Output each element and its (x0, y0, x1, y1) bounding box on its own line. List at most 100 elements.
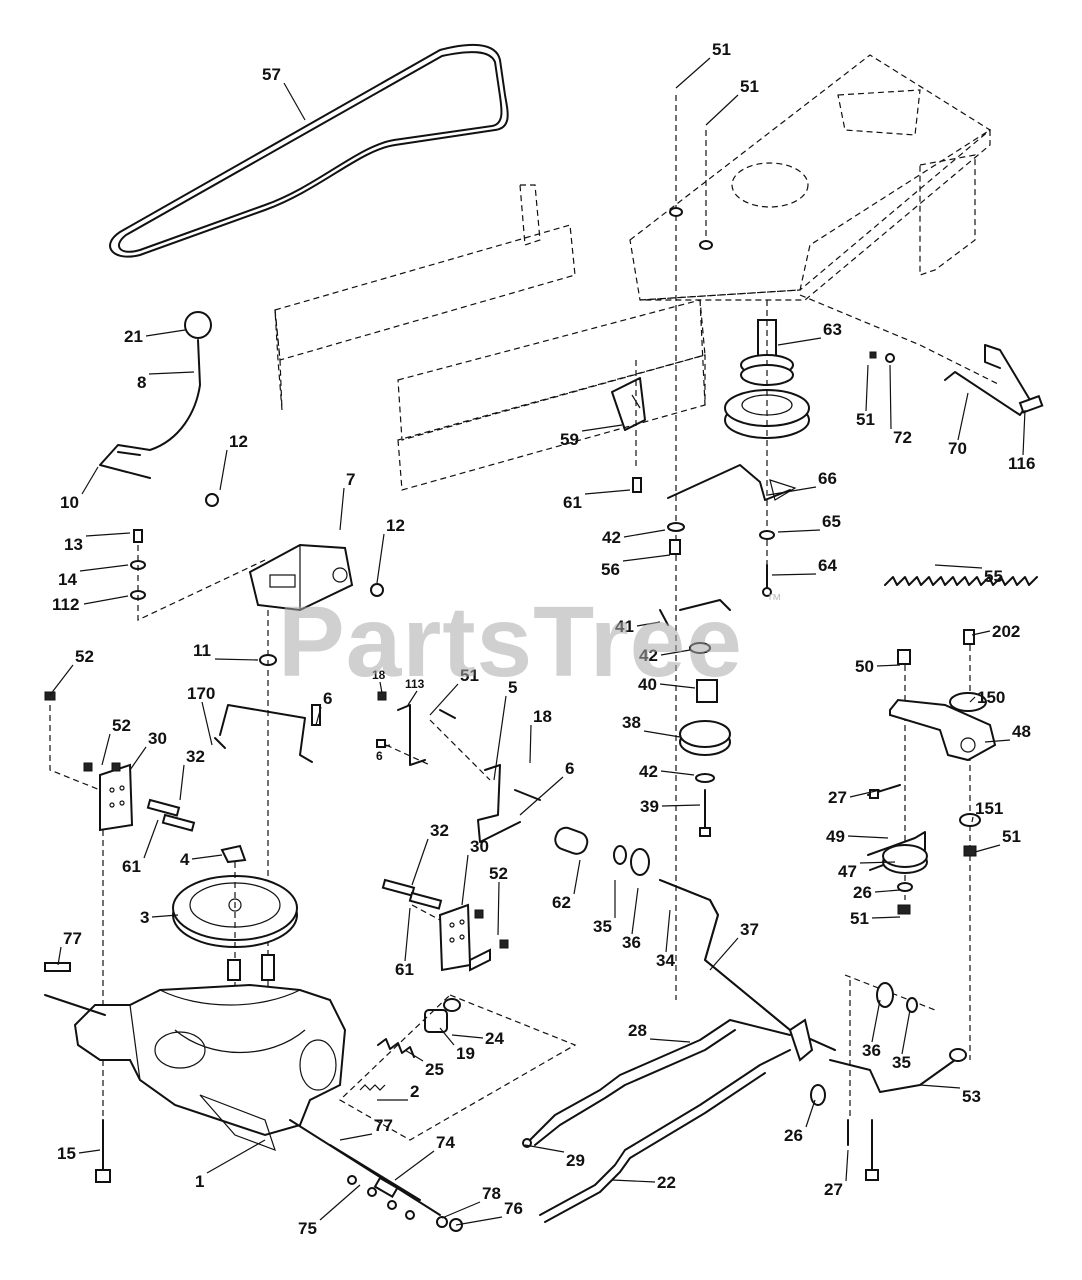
callout-4: 4 (180, 850, 190, 869)
leader-41 (636, 621, 661, 627)
callout-40: 40 (638, 675, 657, 694)
callout-61: 61 (395, 960, 414, 979)
leader-1 (206, 1139, 266, 1174)
leader-51 (974, 844, 1001, 853)
leader-29 (524, 1144, 565, 1153)
callout-7: 7 (346, 470, 355, 489)
leader-28 (649, 1038, 691, 1043)
callout-61: 61 (122, 857, 141, 876)
shift-linkage-hardware (329, 1144, 463, 1232)
callout-26: 26 (784, 1126, 803, 1145)
callout-29: 29 (566, 1151, 585, 1170)
leader-74 (394, 1150, 435, 1181)
right-rod-70 (799, 294, 1044, 416)
leader-116 (1022, 409, 1026, 456)
leader-77 (57, 946, 62, 966)
control-springs (339, 994, 577, 1141)
transaxle-1 (44, 954, 441, 1216)
callout-6: 6 (323, 689, 332, 708)
callout-36: 36 (622, 933, 641, 952)
leader-19 (439, 1027, 455, 1046)
callout-14: 14 (58, 570, 77, 589)
callout-11: 11 (193, 641, 211, 660)
pedal-shaft-37 (554, 826, 836, 1062)
lever-bracket-7 (248, 543, 354, 612)
leader-48 (984, 739, 1011, 743)
leader-65 (777, 529, 821, 533)
leader-6 (519, 776, 564, 816)
callout-28: 28 (628, 1021, 647, 1040)
callout-21: 21 (124, 327, 143, 346)
leader-26 (805, 1099, 816, 1128)
callout-27: 27 (824, 1180, 843, 1199)
callout-63: 63 (823, 320, 842, 339)
leader-36 (631, 887, 639, 935)
callout-26: 26 (853, 883, 872, 902)
leader-113 (407, 690, 418, 706)
leader-4 (191, 854, 223, 860)
leader-18 (529, 724, 532, 764)
callout-51: 51 (850, 909, 869, 928)
callout-30: 30 (470, 837, 489, 856)
center-pulley-stack (669, 95, 810, 1000)
leader-52 (497, 881, 500, 936)
leader-63 (777, 337, 822, 346)
mount-bracket-middle (381, 878, 509, 972)
leader-18 (379, 681, 383, 694)
leader-21 (145, 329, 186, 337)
callout-39: 39 (640, 797, 659, 816)
callout-66: 66 (818, 469, 837, 488)
callout-36: 36 (862, 1041, 881, 1060)
callout-42: 42 (602, 528, 621, 547)
callout-12: 12 (229, 432, 248, 451)
callout-72: 72 (893, 428, 912, 447)
leader-57 (283, 82, 306, 121)
leader-51 (705, 94, 739, 126)
callout-47: 47 (838, 862, 857, 881)
center-hardware (611, 360, 797, 837)
leader-35 (901, 1009, 911, 1055)
leader-61 (584, 489, 631, 495)
callout-170: 170 (187, 684, 215, 703)
callout-6: 6 (565, 759, 574, 778)
callout-24: 24 (485, 1029, 504, 1048)
leader-37 (709, 937, 739, 971)
leader-170 (201, 701, 213, 746)
callout-leader-lines (49, 57, 1026, 1226)
leader-8 (148, 371, 195, 375)
callout-61: 61 (563, 493, 582, 512)
callout-18: 18 (372, 668, 386, 682)
callout-27: 27 (828, 788, 847, 807)
callout-22: 22 (657, 1173, 676, 1192)
callout-76: 76 (504, 1199, 523, 1218)
callout-15: 15 (57, 1144, 76, 1163)
callout-30: 30 (148, 729, 167, 748)
callout-56: 56 (601, 560, 620, 579)
leader-61 (404, 907, 411, 962)
leader-51 (429, 683, 459, 716)
leader-24 (451, 1034, 484, 1039)
leader-77 (339, 1133, 373, 1141)
leader-151 (971, 816, 974, 823)
callout-59: 59 (560, 430, 579, 449)
leader-26 (874, 889, 901, 893)
tractor-frame (274, 54, 992, 491)
callout-1: 1 (195, 1172, 204, 1191)
callout-13: 13 (64, 535, 83, 554)
callout-112: 112 (52, 595, 79, 614)
callout-77: 77 (374, 1116, 393, 1135)
callout-labels: 5751512186351727011659127106661121365421… (52, 40, 1035, 1238)
linkage-rods (522, 1019, 879, 1223)
callout-52: 52 (112, 716, 131, 735)
callout-25: 25 (425, 1060, 444, 1079)
leader-76 (455, 1216, 503, 1226)
leader-62 (573, 859, 581, 895)
leader-12 (219, 449, 228, 491)
leader-70 (957, 392, 969, 441)
spring-55 (884, 576, 1038, 586)
leader-27 (845, 1149, 849, 1182)
callout-202: 202 (992, 622, 1020, 641)
leader-6 (315, 706, 322, 726)
callout-151: 151 (975, 799, 1003, 818)
